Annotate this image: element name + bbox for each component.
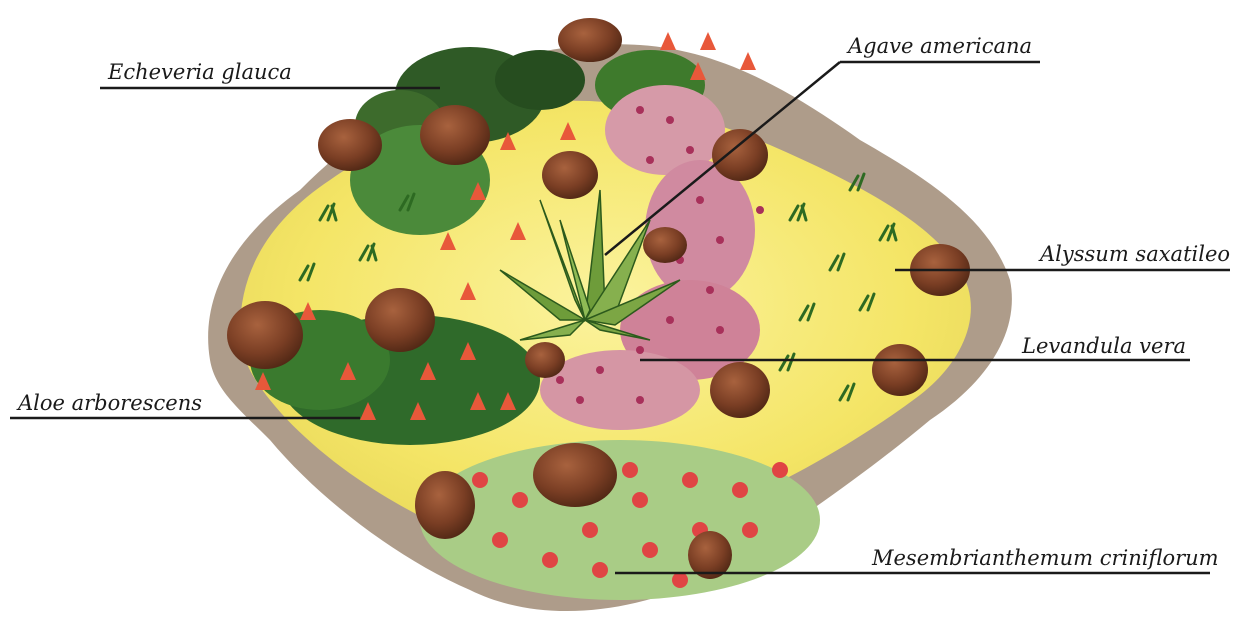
label-echeveria: Echeveria glauca	[108, 62, 292, 83]
label-aloe: Aloe arborescens	[18, 393, 202, 414]
label-alyssum: Alyssum saxatileo	[1040, 244, 1230, 265]
label-agave: Agave americana	[848, 36, 1032, 57]
mesembrianthemum-patch	[420, 440, 820, 600]
label-lavandula: Levandula vera	[1022, 336, 1186, 357]
label-mesembrianthemum: Mesembrianthemum criniflorum	[872, 548, 1219, 569]
